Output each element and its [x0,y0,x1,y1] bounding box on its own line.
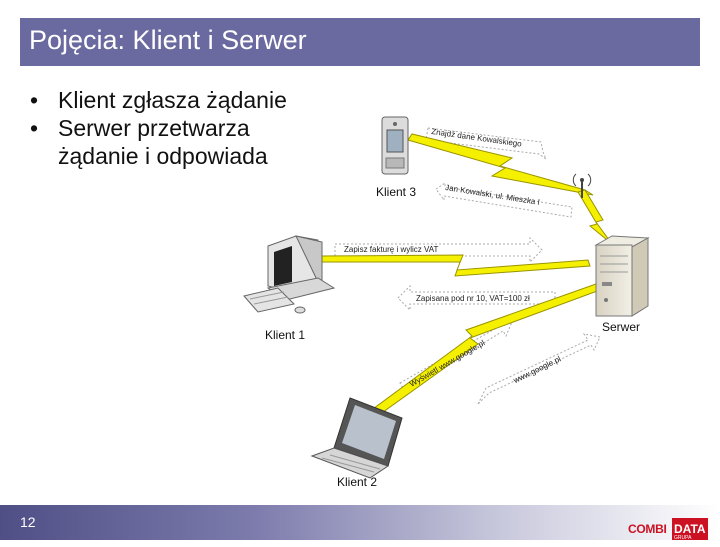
lightning-client3-server-vertical [577,189,613,245]
desktop-computer-icon [243,235,336,314]
slide-title: Pojęcia: Klient i Serwer [29,25,307,55]
message-arrow-reply-kowalski [435,182,573,218]
logo-subtitle: GRUPA ASSECO [674,535,695,547]
logo-text-data: DATA [674,522,706,536]
label-server: Serwer [602,320,641,334]
label-client1: Klient 1 [265,328,306,342]
bullet-marker: • [30,115,39,141]
slide-title-bar: Pojęcia: Klient i Serwer [20,18,700,66]
pda-icon [381,116,409,175]
page-number: 12 [20,514,36,530]
bullet-text: żądanie i odpowiada [58,143,268,169]
antenna-icon [572,173,592,198]
label-client2: Klient 2 [337,475,378,489]
bullet-item-continuation: żądanie i odpowiada [30,142,287,170]
laptop-icon [310,397,403,479]
server-icon [594,235,650,317]
footer-bar [0,505,720,540]
bullet-list: • Klient zgłasza żądanie • Serwer przetwar… [30,86,287,170]
bullet-marker: • [30,87,39,113]
message-saved-vat: Zapisana pod nr 10, VAT=100 zł [416,294,530,303]
message-save-invoice: Zapisz fakturę i wylicz VAT [344,245,439,254]
label-client3: Klient 3 [376,185,417,199]
lightning-client1-server [321,254,591,277]
message-arrow-google-reply [477,333,601,405]
bullet-text: Klient zgłasza żądanie [58,87,287,113]
client-server-diagram [243,116,650,479]
logo-red-box [672,518,708,540]
lightning-links [321,133,613,421]
logo-text-combi: COMBI [628,522,667,536]
bullet-text: Serwer przetwarza [58,115,250,141]
bullet-item: • Klient zgłasza żądanie [30,86,287,114]
bullet-item: • Serwer przetwarza [30,114,287,142]
company-logo: COMBI DATA GRUPA ASSECO [628,518,710,547]
message-arrow-find [425,127,548,161]
